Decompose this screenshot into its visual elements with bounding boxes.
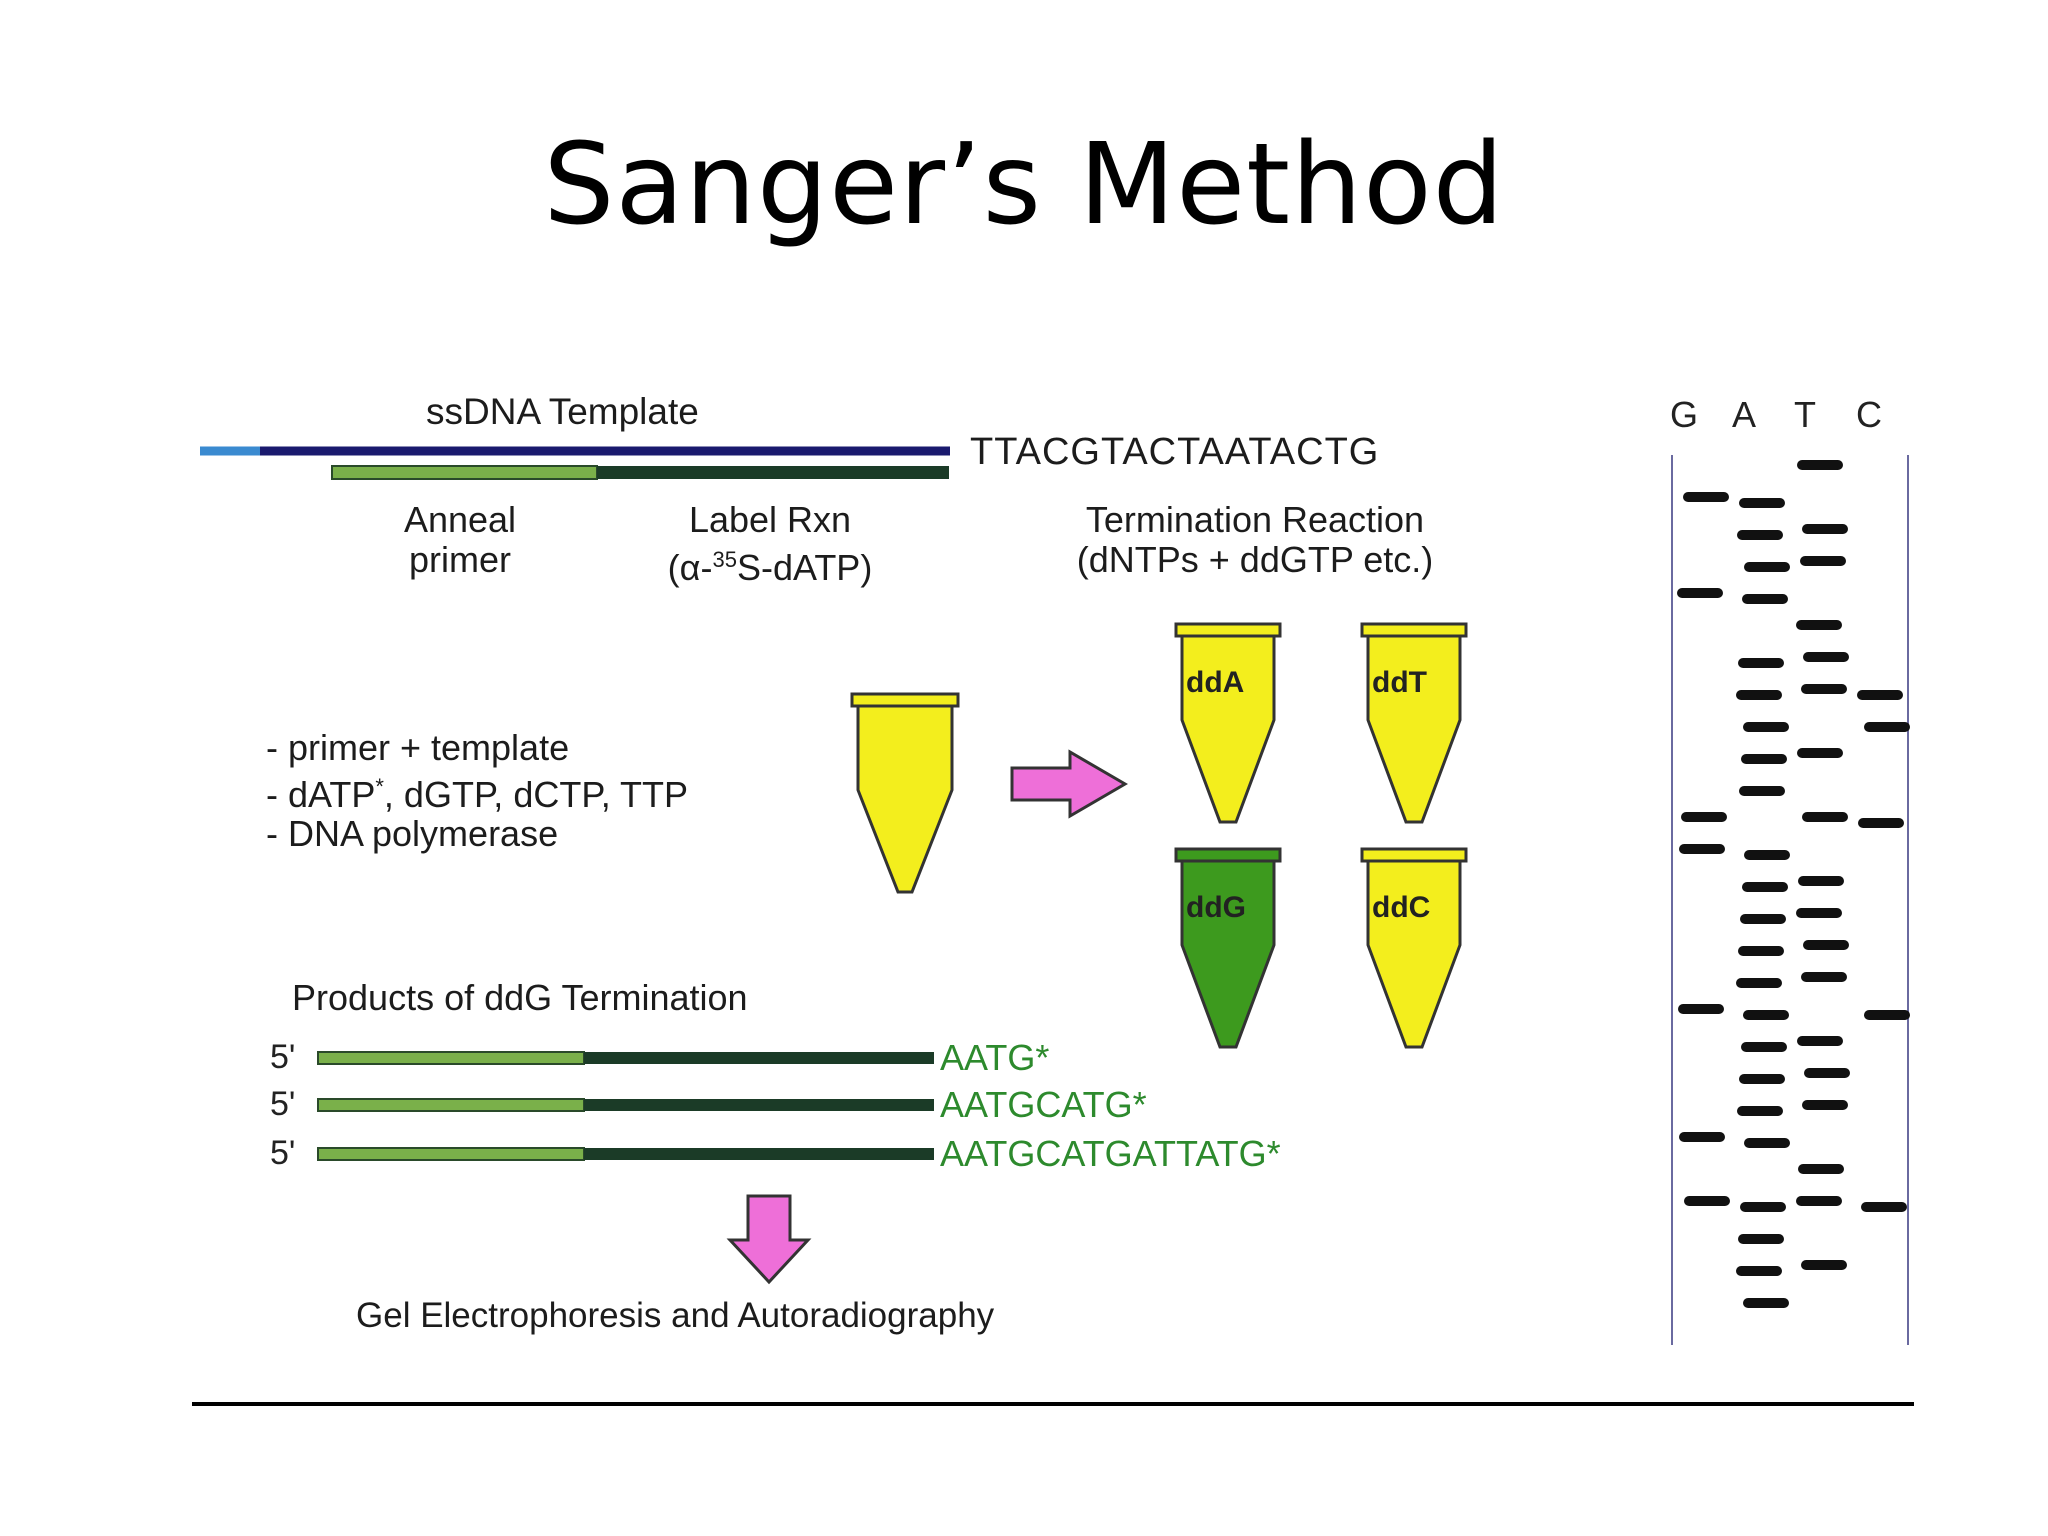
gel-band: [1804, 1068, 1850, 1078]
gel-band: [1679, 1132, 1725, 1142]
gel-lane-label-G: G: [1670, 394, 1699, 435]
gel-band: [1679, 844, 1725, 854]
gel-band: [1800, 556, 1846, 566]
gel-band: [1803, 940, 1849, 950]
termination-label: Termination Reaction (dNTPs + ddGTP etc.…: [1076, 499, 1434, 580]
mix-item: - dATP*, dGTP, dCTP, TTP: [266, 774, 689, 815]
gel-band: [1736, 978, 1782, 988]
tube-ddT: [1360, 622, 1468, 824]
slide-title: Sanger’s Method: [543, 120, 1505, 250]
product-sequence-2: AATGCATG*: [940, 1084, 1147, 1125]
gel-band: [1683, 492, 1729, 502]
tube-label-ddA: ddA: [1186, 666, 1245, 699]
anneal-label: Anneal primer: [403, 499, 517, 580]
gel-band: [1737, 1106, 1783, 1116]
gel-band: [1741, 754, 1787, 764]
gel-band: [1739, 786, 1785, 796]
gel-band: [1801, 684, 1847, 694]
gel-band: [1797, 460, 1843, 470]
gel-band: [1742, 594, 1788, 604]
gel-lane-label-T: T: [1794, 394, 1816, 435]
product-strand-1: [317, 1051, 934, 1065]
arrow-down-icon: [726, 1194, 812, 1285]
gel-band: [1796, 620, 1842, 630]
sequencing-gel: [1671, 455, 1910, 1345]
tube-ddA: [1174, 622, 1282, 824]
gel-band: [1797, 1036, 1843, 1046]
final-step-label: Gel Electrophoresis and Autoradiography: [356, 1296, 995, 1335]
gel-band: [1742, 882, 1788, 892]
gel-band: [1738, 946, 1784, 956]
mix-item: - primer + template: [266, 727, 570, 768]
template-label: ssDNA Template: [426, 391, 699, 432]
gel-band: [1802, 1100, 1848, 1110]
gel-band: [1744, 562, 1790, 572]
tube-label-ddT: ddT: [1372, 666, 1427, 699]
gel-band: [1802, 524, 1848, 534]
arrow-right-icon: [1010, 749, 1128, 819]
gel-band: [1743, 1010, 1789, 1020]
gel-band: [1740, 1202, 1786, 1212]
tube-label-ddG: ddG: [1186, 891, 1246, 924]
gel-band: [1744, 850, 1790, 860]
gel-lane-label-C: C: [1856, 394, 1882, 435]
gel-band: [1796, 1196, 1842, 1206]
five-prime-label: 5': [270, 1038, 296, 1076]
gel-band: [1798, 876, 1844, 886]
gel-band: [1861, 1202, 1907, 1212]
label-rxn-label: Label Rxn (α-35S-dATP): [667, 499, 873, 588]
gel-band: [1737, 530, 1783, 540]
gel-band: [1857, 690, 1903, 700]
primer-strand: [331, 465, 949, 480]
gel-band: [1803, 652, 1849, 662]
tube-label-ddC: ddC: [1372, 891, 1431, 924]
gel-band: [1681, 812, 1727, 822]
product-sequence-1: AATG*: [940, 1037, 1050, 1078]
gel-band: [1744, 1138, 1790, 1148]
gel-band: [1739, 498, 1785, 508]
gel-band: [1801, 1260, 1847, 1270]
gel-band: [1798, 1164, 1844, 1174]
tube-ddG: [1174, 847, 1282, 1049]
product-strand-3: [317, 1147, 934, 1161]
reaction-tube: [850, 692, 960, 894]
gel-band: [1864, 1010, 1910, 1020]
gel-band: [1738, 658, 1784, 668]
reaction-mix-list: - primer + template - dATP*, dGTP, dCTP,…: [266, 728, 688, 853]
gel-band: [1797, 748, 1843, 758]
five-prime-label: 5': [270, 1134, 296, 1172]
gel-band: [1743, 1298, 1789, 1308]
gel-band: [1858, 818, 1904, 828]
gel-lane-label-A: A: [1732, 394, 1757, 435]
gel-band: [1736, 1266, 1782, 1276]
gel-band: [1736, 690, 1782, 700]
gel-band: [1801, 972, 1847, 982]
five-prime-label: 5': [270, 1085, 296, 1123]
tube-ddC: [1360, 847, 1468, 1049]
gel-band: [1740, 914, 1786, 924]
gel-band: [1739, 1074, 1785, 1084]
gel-band: [1741, 1042, 1787, 1052]
gel-band: [1796, 908, 1842, 918]
gel-band: [1864, 722, 1910, 732]
gel-band: [1802, 812, 1848, 822]
gel-band: [1677, 588, 1723, 598]
gel-band: [1738, 1234, 1784, 1244]
product-sequence-3: AATGCATGATTATG*: [940, 1133, 1281, 1174]
gel-band: [1684, 1196, 1730, 1206]
product-strand-2: [317, 1098, 934, 1112]
mix-item: - DNA polymerase: [266, 813, 559, 854]
gel-band: [1743, 722, 1789, 732]
template-sequence: TTACGTACTAATACTG: [970, 431, 1380, 473]
gel-band: [1678, 1004, 1724, 1014]
products-heading: Products of ddG Termination: [292, 977, 748, 1018]
